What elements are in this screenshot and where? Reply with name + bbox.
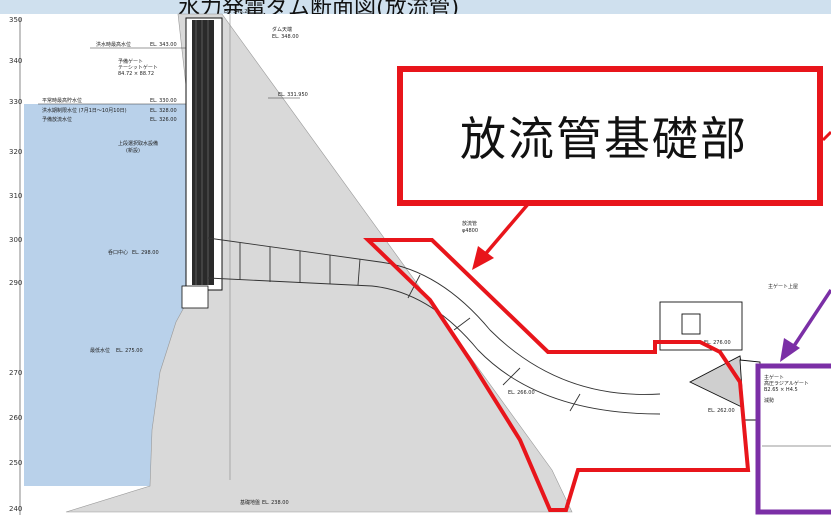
water-level-annotations: 洪水時最高水位 EL. 343.00 平常時最高貯水位 EL. 330.00 洪… [38,9,308,506]
normal-level-label: 平常時最高貯水位 [42,97,82,104]
tick-label: 270 [9,369,22,377]
dam-top-el: EL. 348.00 [272,34,299,40]
tick-label: 300 [9,236,22,244]
tick-label: 250 [9,459,22,467]
min-level-label: 最低水位 [90,347,110,354]
main-gate-house-label: 主ゲート上屋 [768,283,798,290]
level2-el: EL. 328.00 [150,108,177,114]
tick-label: 260 [9,414,22,422]
gate-size: 84.72 × 88.72 [118,71,154,77]
tick-label: 350 [9,16,22,24]
flood-level-el: EL. 343.00 [150,42,177,48]
level3-el: EL. 326.00 [150,117,177,123]
weir-label: 減勢 [764,397,774,404]
outlet-el: EL. 266.00 [508,390,535,396]
elevation-tick-labels: 350 340 330 320 310 300 290 270 260 250 … [9,16,22,513]
level3-label: 予備放流水位 [42,116,72,123]
level2-label: 洪水期制限水位 (7月1日〜10月10日) [42,107,127,114]
level1-el: EL. 330.00 [150,98,177,104]
foundation-label: 基礎地盤 [240,499,260,506]
callout-box: 放流管基礎部 [397,66,823,206]
min-level-el: EL. 275.00 [116,348,143,354]
callout-label: 放流管基礎部 [460,112,748,166]
tick-label: 320 [9,148,22,156]
main-gate-size: B2.65 × H4.5 [764,387,798,393]
foundation-el: EL. 238.00 [262,500,289,506]
gate-type: テーシットゲート [118,64,158,71]
purple-arrow-line [788,289,831,353]
dam-top-label: ダム天端 [272,26,292,33]
page-title: 水力発電ダム断面図(放流管) [178,0,460,14]
gate-label: 予備ゲート [118,58,143,65]
ctrl-el: EL. 276.00 [704,340,731,346]
main-gate-type: 高圧ラジアルゲート [764,380,809,387]
intake-tower [181,17,223,309]
gate-house [659,301,761,421]
reservoir-water [24,104,188,486]
pipe-diam: φ4800 [462,228,478,234]
outlet-el2: EL. 262.00 [708,408,735,414]
right-el: EL. 331.950 [278,92,308,98]
callout-arrow-head [472,246,494,270]
discharge-pipe [207,237,661,415]
main-gate-outline[interactable] [755,363,831,515]
flood-level-label: 洪水時最高水位 [96,41,131,48]
dam-crest-label: EL. 348.25 [224,9,251,15]
main-gate-label: 主ゲート [764,374,784,381]
right-callout-line [821,130,831,142]
intake-sub: (新設) [126,147,140,154]
pipe-center-label: 呑口中心 [108,249,128,256]
intake-label: 上段選択取水設備 [118,140,158,147]
tick-label: 310 [9,192,22,200]
title-strip: 水力発電ダム断面図(放流管) [0,0,831,14]
tick-label: 330 [9,98,22,106]
pipe-center-el: EL. 298.00 [132,250,159,256]
pipe-foundation-outline[interactable] [363,238,751,512]
purple-arrow-head [780,338,800,362]
tick-label: 290 [9,279,22,287]
pipe-label: 放流管 [462,220,477,227]
tick-label: 340 [9,57,22,65]
tick-label: 240 [9,505,22,513]
